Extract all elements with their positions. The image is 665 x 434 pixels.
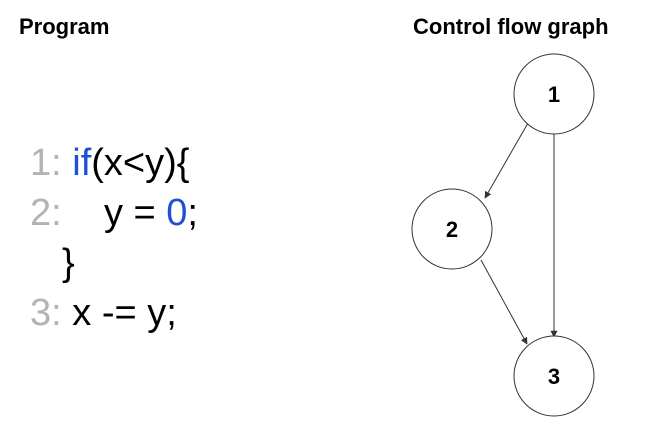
line-number: 2: [30, 192, 62, 234]
if-condition: (x<y){ [91, 142, 190, 184]
if-keyword: if [72, 142, 92, 184]
statement-end: ; [187, 192, 198, 234]
edge-1-to-2 [484, 122, 529, 199]
closing-brace: } [62, 242, 75, 284]
code-line-closing-brace: } [62, 240, 75, 286]
edge-2-to-3 [480, 259, 528, 345]
cfg-heading: Control flow graph [413, 14, 609, 39]
line-number: 1: [30, 142, 62, 184]
node-label: 2 [446, 217, 458, 242]
code-line-3: 3: x -= y; [30, 290, 177, 336]
assignment-value: 0 [166, 192, 188, 234]
assignment-target: y = [103, 192, 167, 234]
code-line-1: 1: if(x<y){ [30, 140, 189, 186]
cfg-node-3: 3 [513, 335, 595, 417]
line-number: 3: [30, 292, 62, 334]
program-heading: Program [19, 14, 110, 39]
assignment-statement: x -= y; [61, 292, 177, 334]
code-line-2: 2: y = 0; [30, 190, 198, 236]
node-label: 3 [548, 364, 560, 389]
node-label: 1 [548, 82, 560, 107]
cfg-node-1: 1 [513, 53, 595, 135]
cfg-node-2: 2 [411, 188, 493, 270]
